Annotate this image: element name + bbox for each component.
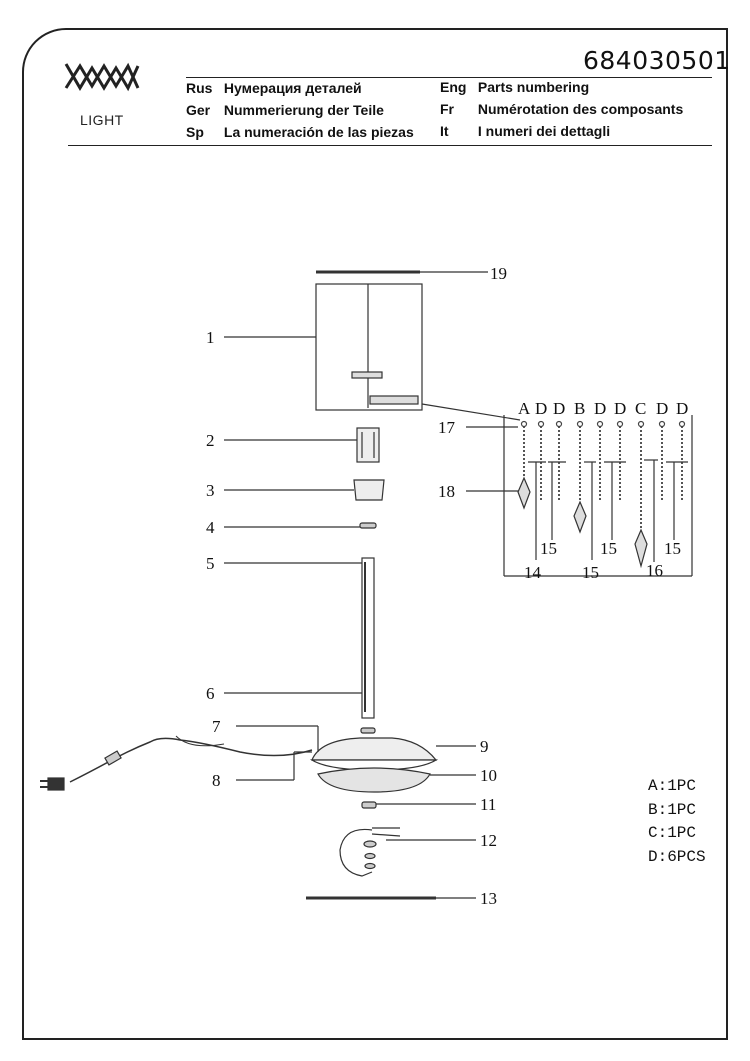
label-16: 16	[646, 561, 663, 580]
part-11-washer	[361, 801, 377, 809]
label-5: 5	[206, 554, 215, 573]
label-2: 2	[206, 431, 215, 450]
header-fr: Fr Numérotation des composants	[440, 101, 683, 117]
plug	[47, 777, 65, 791]
header-rus: Rus Нумерация деталей	[186, 80, 362, 96]
header-it: It I numeri dei dettagli	[440, 123, 610, 139]
lang-code: It	[440, 123, 449, 139]
part-1-shade	[315, 283, 423, 411]
qty-b: B:1PC	[648, 801, 697, 819]
label-15-a: 15	[540, 539, 557, 558]
part-5-tube	[361, 557, 375, 719]
letter-d-6: D	[676, 399, 688, 418]
lang-code: Fr	[440, 101, 454, 117]
label-15-d: 15	[664, 539, 681, 558]
lang-text: I numeri dei dettagli	[477, 123, 611, 139]
part-4-nut	[359, 522, 377, 529]
label-12: 12	[480, 831, 497, 850]
label-1: 1	[206, 328, 215, 347]
part-9-base	[311, 737, 438, 761]
label-18: 18	[438, 482, 455, 501]
letter-b: B	[574, 399, 585, 418]
letter-a: A	[518, 399, 531, 418]
header-eng: Eng Parts numbering	[440, 79, 589, 95]
lang-text: Numérotation des composants	[477, 101, 684, 117]
label-19: 19	[490, 264, 507, 283]
lang-text: Parts numbering	[477, 79, 590, 95]
label-17: 17	[438, 418, 456, 437]
lang-code: Eng	[440, 79, 467, 95]
part-2-socket	[356, 427, 380, 463]
label-9: 9	[480, 737, 489, 756]
part-12-wiring	[339, 828, 373, 877]
part-3-bracket	[353, 479, 385, 501]
label-6: 6	[206, 684, 215, 703]
lang-code: Ger	[186, 102, 211, 118]
letter-d-4: D	[614, 399, 626, 418]
page-frame	[22, 28, 728, 1040]
crystal-b	[573, 500, 587, 534]
lang-code: Rus	[186, 80, 213, 96]
label-10: 10	[480, 766, 497, 785]
label-8: 8	[212, 771, 221, 790]
letter-d-2: D	[553, 399, 565, 418]
lang-text: Нумерация деталей	[223, 80, 362, 96]
brand-name: LIGHT	[80, 112, 124, 128]
lang-text: La numeración de las piezas	[223, 124, 414, 140]
part-10-weight	[317, 767, 431, 793]
crystal-a	[517, 476, 531, 510]
label-3: 3	[206, 481, 215, 500]
header-sp: Sp La numeración de las piezas	[186, 124, 414, 140]
letter-d-1: D	[535, 399, 547, 418]
qty-d: D:6PCS	[648, 848, 706, 866]
label-4: 4	[206, 518, 215, 537]
qty-c: C:1PC	[648, 824, 697, 842]
letter-d-5: D	[656, 399, 668, 418]
crystal-c	[634, 528, 648, 569]
brand-logo	[62, 58, 142, 128]
label-13: 13	[480, 889, 497, 908]
label-7: 7	[212, 717, 221, 736]
letter-c: C	[635, 399, 646, 418]
label-15-c: 15	[600, 539, 617, 558]
letter-d-3: D	[594, 399, 606, 418]
qty-a: A:1PC	[648, 777, 697, 795]
header-rule-bottom	[68, 145, 712, 146]
header-rule-top	[186, 77, 712, 78]
label-15-b: 15	[582, 563, 599, 582]
header-ger: Ger Nummerierung der Teile	[186, 102, 384, 118]
product-code: 684030501	[583, 46, 731, 75]
lang-text: Nummerierung der Teile	[223, 102, 384, 118]
label-14: 14	[524, 563, 542, 582]
label-11: 11	[480, 795, 496, 814]
lang-code: Sp	[186, 124, 204, 140]
